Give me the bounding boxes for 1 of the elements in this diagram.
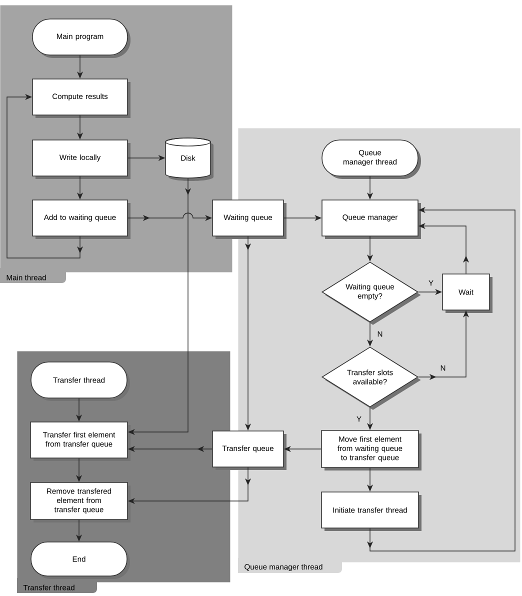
flow-arrow [6, 94, 84, 258]
